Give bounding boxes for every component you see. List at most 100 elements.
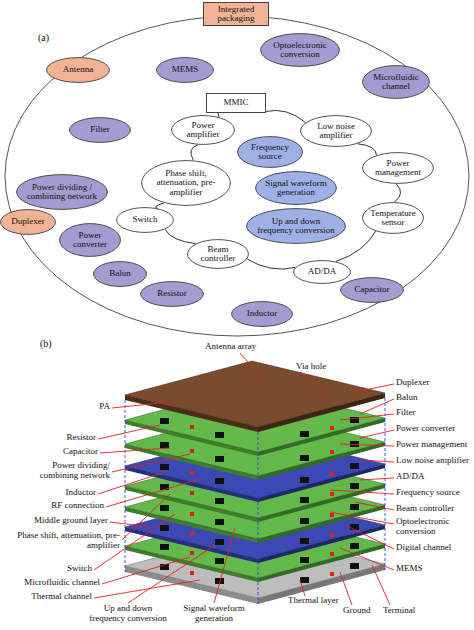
ellipse-shape xyxy=(294,261,351,284)
layer-antenna xyxy=(125,361,385,432)
ellipse-shape xyxy=(117,208,174,233)
ellipse-shape xyxy=(256,172,337,205)
ellipse-shape xyxy=(94,262,147,287)
part-label: Capacitor xyxy=(63,447,98,457)
component-label: Frequency source xyxy=(244,143,297,162)
leader-line xyxy=(360,399,394,414)
part-label: Up and down frequency conversion xyxy=(86,604,170,624)
ellipse-shape xyxy=(301,116,372,147)
component-ellipse: Switch xyxy=(116,207,174,233)
ring-connector xyxy=(165,229,196,243)
ring-connector xyxy=(191,145,198,161)
part-label: Power converter xyxy=(396,424,455,434)
part-label: Via hole xyxy=(296,362,326,372)
panel-label: (a) xyxy=(38,32,49,43)
part-label: Signal waveform generation xyxy=(178,604,250,624)
leader-line xyxy=(106,479,200,507)
leader-line xyxy=(112,454,190,472)
component-ellipse: Power dividing / combining network xyxy=(16,174,108,210)
component-ellipse: Temperature sensor xyxy=(362,202,424,234)
part-label: Digital channel xyxy=(396,543,451,553)
component-label: Integrated packaging xyxy=(205,5,267,24)
leader-line xyxy=(355,502,394,510)
leader-line xyxy=(300,580,305,596)
part-label: Optoelectronic conversion xyxy=(396,517,458,537)
component-label: Low noise amplifier xyxy=(307,122,365,141)
ellipse-shape xyxy=(1,210,56,235)
ring-connector xyxy=(266,110,306,122)
ellipse-shape xyxy=(341,278,404,303)
part-label: Frequency source xyxy=(396,488,460,498)
part-label: Power dividing/ combining network xyxy=(30,461,110,481)
component-ellipse: Resistor xyxy=(140,281,204,307)
alignment-lines xyxy=(125,398,385,604)
component-ellipse: AD/DA xyxy=(293,260,351,284)
component-label: Phase shift, attenuation, pre-amplifier xyxy=(150,169,222,197)
part-label: Antenna array xyxy=(205,342,256,352)
part-label: Terminal xyxy=(383,606,415,616)
leader-line xyxy=(112,402,170,408)
ellipse-shape xyxy=(60,224,121,257)
component-ellipse: Power converter xyxy=(59,223,121,257)
component-ellipse: Inductor xyxy=(231,301,293,327)
component-label: Power dividing / combining network xyxy=(25,183,99,202)
leader-line xyxy=(360,460,394,462)
component-ellipse: MEMS xyxy=(156,57,214,83)
leader-line xyxy=(128,545,215,603)
component-label: Microfluidic channel xyxy=(369,73,423,92)
ellipse-shape xyxy=(141,282,204,307)
ellipse-shape xyxy=(232,302,293,327)
component-label: Power converter xyxy=(65,231,115,250)
ellipse-shape xyxy=(47,58,110,83)
component-ellipse: Capacitor xyxy=(340,277,404,303)
part-label: Phase shift, attenuation, pre-amplifier xyxy=(16,531,120,551)
component-label: Beam controller xyxy=(193,245,243,264)
component-ellipse: Frequency source xyxy=(237,136,303,168)
component-label: Inductor xyxy=(247,309,278,318)
leader-lines xyxy=(94,353,394,605)
component-ellipse: Low noise amplifier xyxy=(300,115,372,147)
leader-line xyxy=(372,565,390,605)
part-label: Balun xyxy=(396,393,418,403)
part-label: Thermal channel xyxy=(31,592,92,602)
part-label: Beam controller xyxy=(396,504,454,514)
part-label: AD/DA xyxy=(396,472,425,482)
component-label: Capacitor xyxy=(355,285,390,294)
component-box: MMIC xyxy=(206,93,266,113)
leader-line xyxy=(340,444,394,446)
component-label: AD/DA xyxy=(308,267,337,276)
part-label: PA xyxy=(99,402,110,412)
component-ellipse: Beam controller xyxy=(187,239,249,269)
leader-line xyxy=(240,353,262,378)
component-label: Balun xyxy=(109,269,131,278)
leader-line xyxy=(98,425,160,439)
ellipse-shape xyxy=(70,118,131,143)
part-label: MEMS xyxy=(396,564,423,574)
leader-line xyxy=(110,522,150,527)
component-label: Power amplifier xyxy=(178,121,229,140)
leader-line xyxy=(340,548,394,570)
component-label: MEMS xyxy=(172,65,199,74)
leader-line xyxy=(345,525,394,549)
ellipse-shape xyxy=(261,34,340,67)
leader-line xyxy=(355,384,394,392)
ellipse-shape xyxy=(157,58,214,83)
part-label: Power management xyxy=(396,440,467,450)
panel-label: (b) xyxy=(40,338,52,349)
leader-line xyxy=(360,478,394,480)
dashed-line xyxy=(258,432,259,604)
dashed-line xyxy=(125,400,126,572)
ellipse-shape xyxy=(172,116,235,145)
component-ellipse: Antenna xyxy=(46,57,110,83)
component-label: Up and down frequency conversion xyxy=(256,217,336,236)
ellipse-shape xyxy=(188,240,249,269)
part-label: Thermal layer xyxy=(288,596,339,606)
component-ellipse: Up and down frequency conversion xyxy=(246,208,346,244)
component-label: Signal waveform generation xyxy=(263,179,329,198)
component-label: Optoelectronic conversion xyxy=(268,41,332,60)
leader-line xyxy=(340,572,352,605)
part-label: Microfluidic channel xyxy=(24,578,100,588)
ellipse-shape xyxy=(363,203,424,234)
component-ellipse: Power management xyxy=(362,152,434,184)
